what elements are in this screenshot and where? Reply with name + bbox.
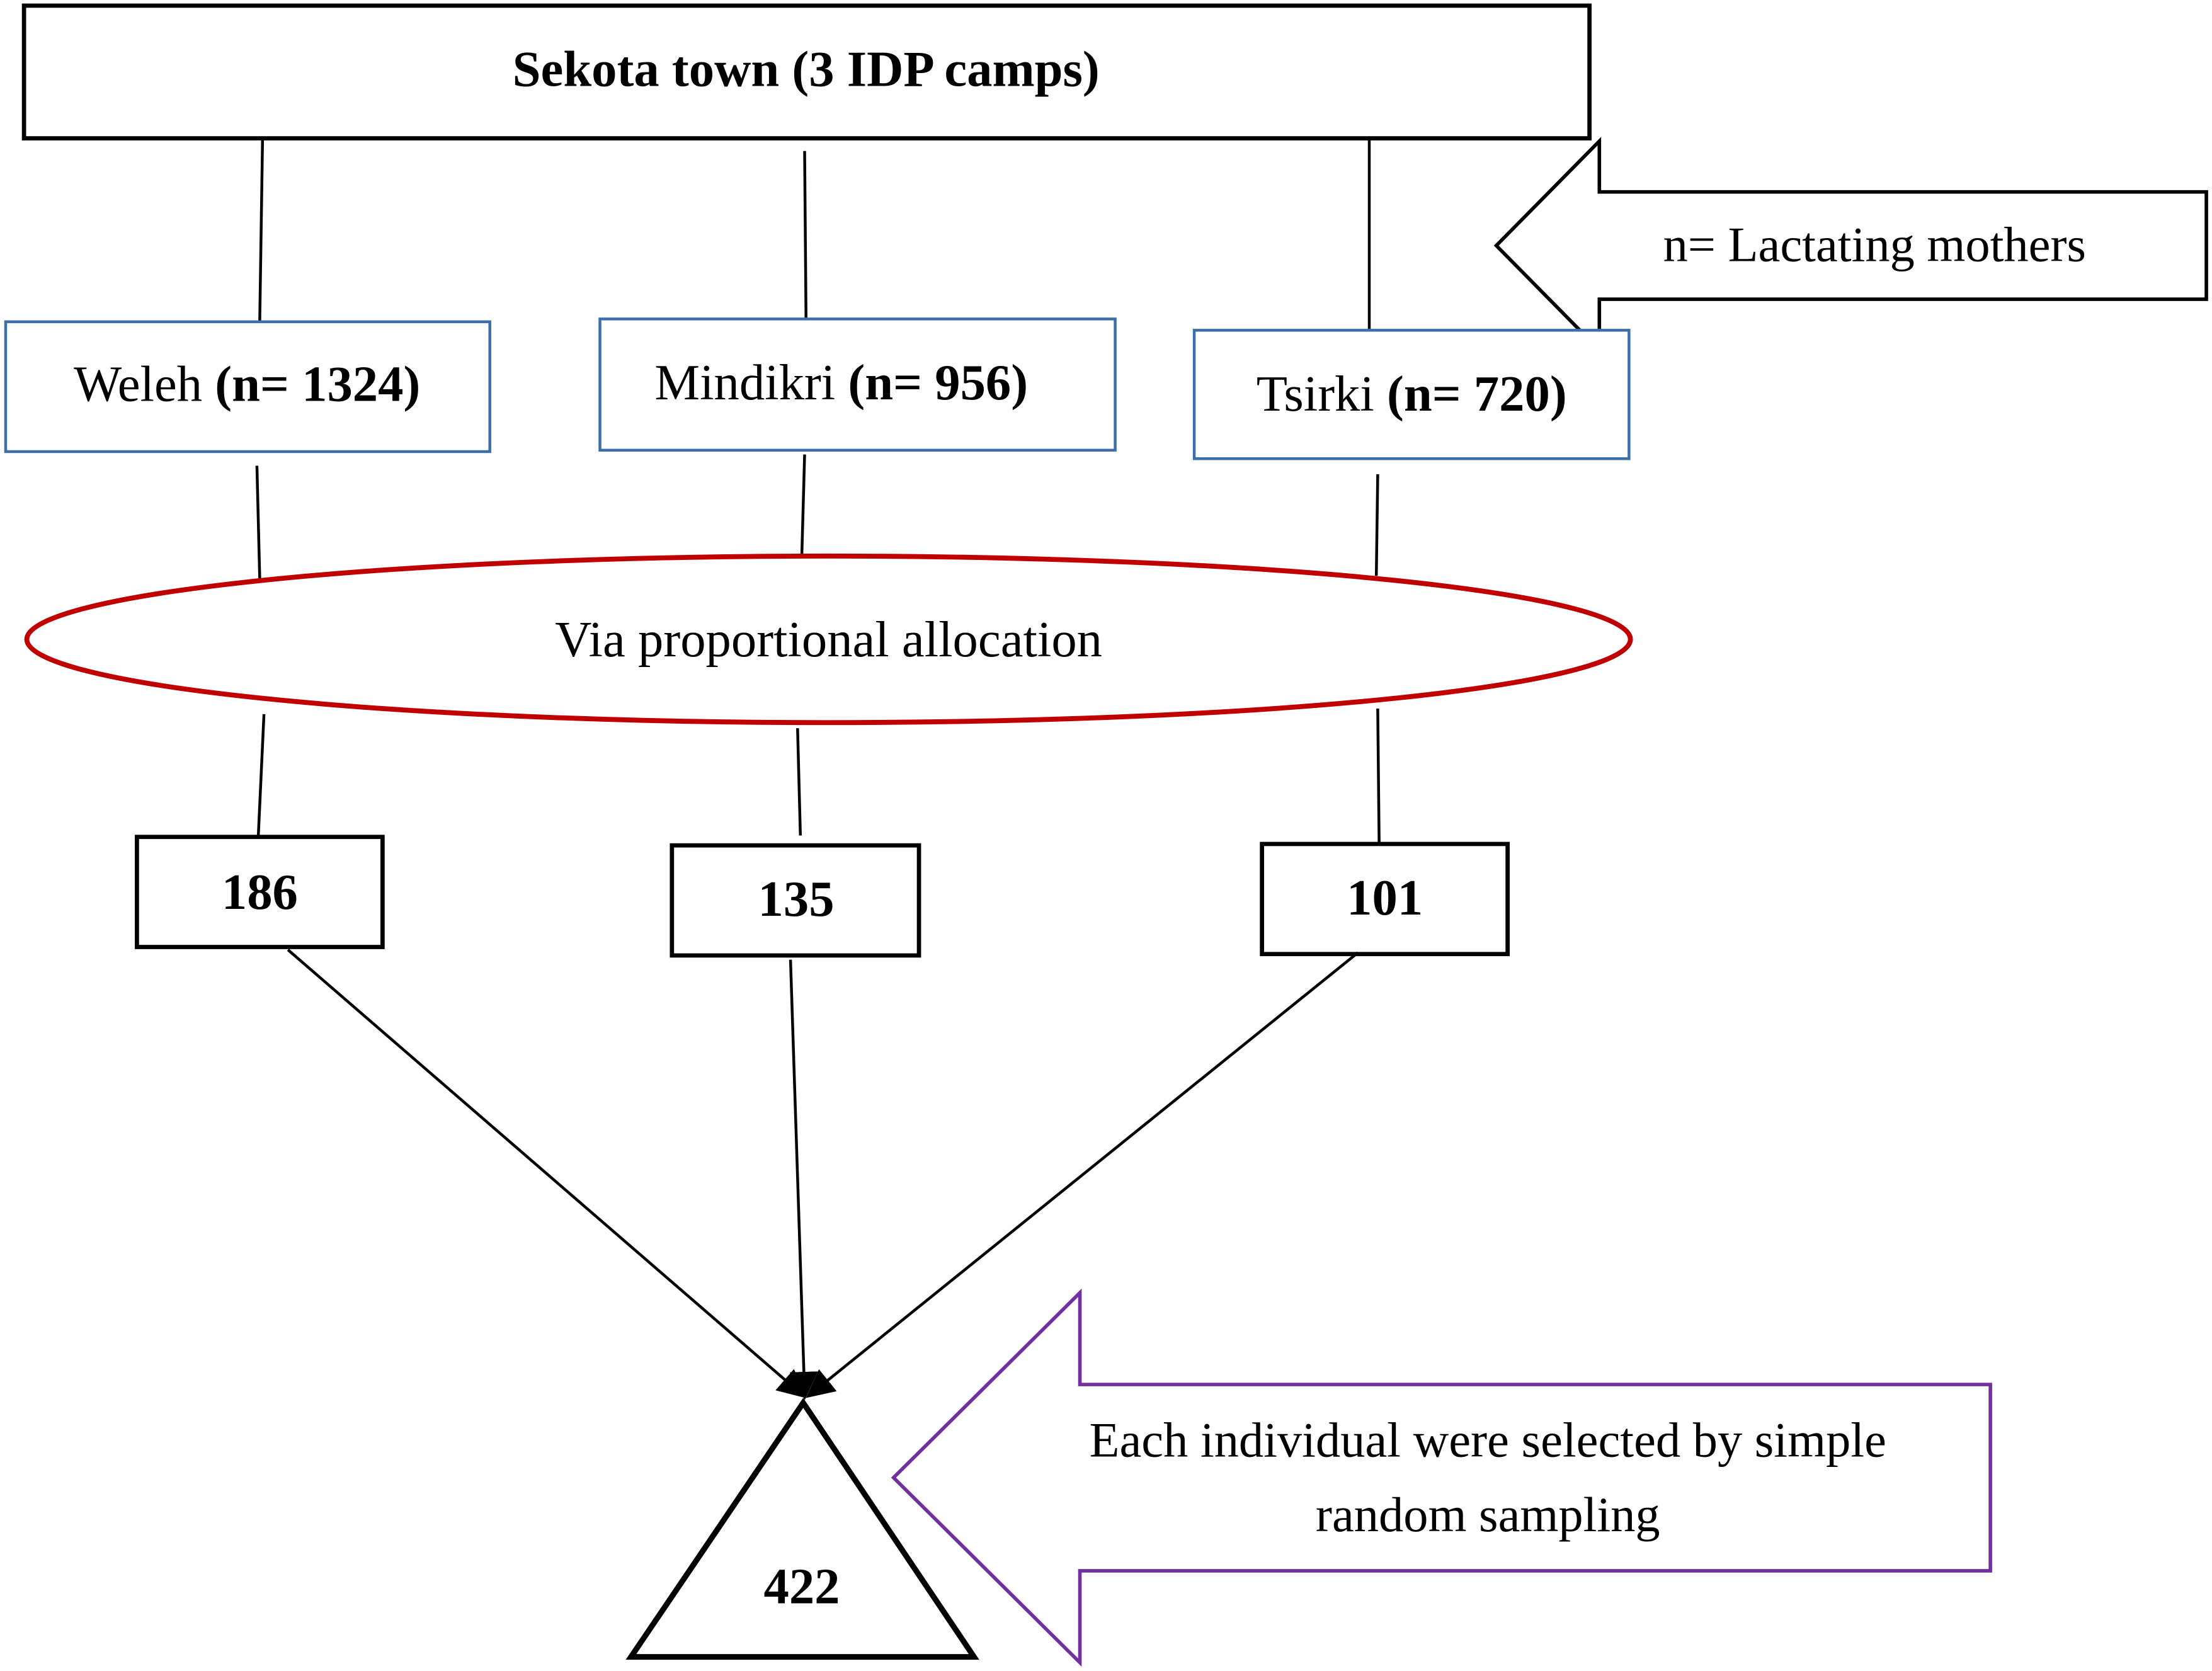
connector-allocation-135 bbox=[796, 728, 802, 836]
sample-value-186: 186 bbox=[222, 864, 298, 920]
camp-name-weleh: Weleh bbox=[74, 356, 202, 412]
sample-box-186 bbox=[135, 835, 385, 949]
sample-value-135: 135 bbox=[758, 871, 835, 927]
camp-spacer bbox=[835, 355, 848, 411]
camp-box-mindikri bbox=[598, 317, 1117, 452]
camp-spacer bbox=[202, 356, 215, 412]
connector-mindikri-allocation bbox=[800, 454, 806, 556]
camp-box-weleh bbox=[4, 320, 491, 453]
sample-box-101 bbox=[1260, 841, 1510, 957]
top-box bbox=[21, 3, 1592, 140]
total-value: 422 bbox=[764, 1558, 840, 1614]
connector-top-weleh bbox=[258, 138, 265, 322]
sample-box-135 bbox=[670, 843, 921, 958]
camp-label-weleh: Weleh (n= 1324) bbox=[74, 356, 420, 412]
sampling-note-line1: Each individual were selected by simple bbox=[1090, 1412, 1886, 1467]
camp-box-tsirki bbox=[1192, 329, 1631, 460]
connector-weleh-allocation bbox=[255, 465, 261, 579]
arrow-101-to-total bbox=[806, 951, 1359, 1398]
camp-label-mindikri: Mindikri (n= 956) bbox=[654, 355, 1028, 411]
legend-arrow-label: n= Lactating mothers bbox=[1663, 217, 2086, 272]
arrow-186-to-total bbox=[287, 949, 806, 1398]
arrow-135-to-total bbox=[789, 959, 818, 1400]
connector-top-mindikri bbox=[803, 151, 807, 319]
camp-spacer bbox=[1374, 366, 1387, 422]
sampling-note-line2: random sampling bbox=[1316, 1487, 1660, 1542]
total-triangle bbox=[625, 1398, 979, 1660]
camp-name-mindikri: Mindikri bbox=[654, 355, 835, 411]
sampling-note-arrow bbox=[891, 1288, 1992, 1667]
connector-allocation-101 bbox=[1376, 708, 1381, 844]
allocation-label: Via proportional allocation bbox=[555, 612, 1102, 668]
camp-count-mindikri: (n= 956) bbox=[848, 355, 1028, 411]
camp-label-tsirki: Tsirki (n= 720) bbox=[1257, 366, 1567, 422]
connector-allocation-186 bbox=[256, 714, 266, 836]
camp-count-weleh: (n= 1324) bbox=[215, 356, 420, 412]
allocation-ellipse bbox=[24, 553, 1633, 726]
camp-count-tsirki: (n= 720) bbox=[1387, 366, 1567, 422]
top-box-label: Sekota town (3 IDP camps) bbox=[513, 42, 1100, 98]
camp-name-tsirki: Tsirki bbox=[1257, 366, 1374, 422]
connector-tsirki-allocation bbox=[1374, 474, 1379, 576]
sample-value-101: 101 bbox=[1347, 870, 1423, 926]
